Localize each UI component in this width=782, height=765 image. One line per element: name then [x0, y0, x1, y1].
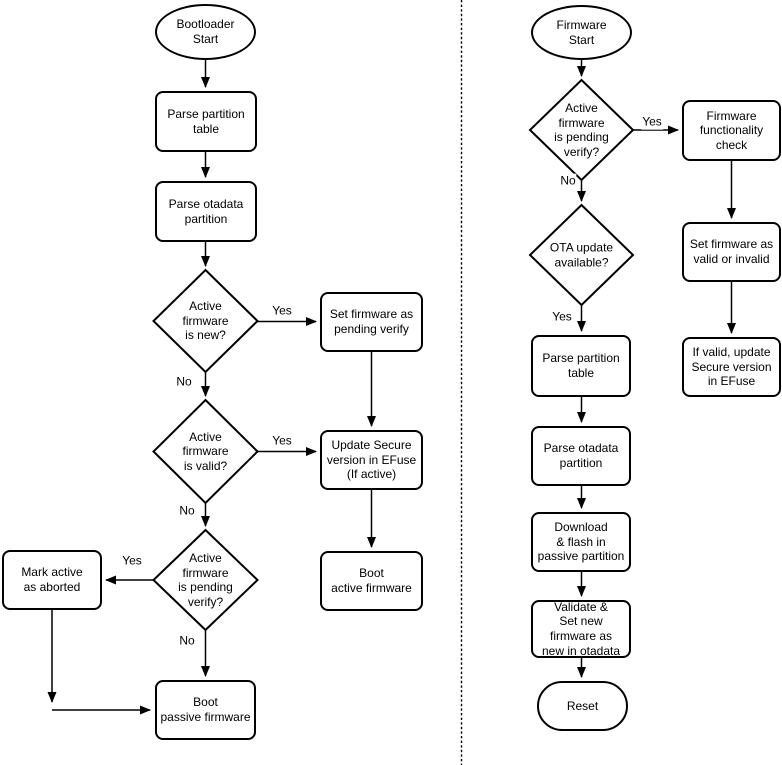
edge-label-isvalid-yes: Yes: [271, 433, 293, 449]
node-parse-otadata-right: Parse otadata partition: [531, 426, 631, 486]
node-firmware-start: Firmware Start: [531, 5, 632, 60]
edge-label-isnew-no: No: [175, 374, 193, 390]
node-update-secure-version: Update Secure version in EFuse (If activ…: [320, 430, 423, 490]
node-boot-passive-firmware: Boot passive firmware: [155, 680, 256, 740]
node-parse-otadata-left: Parse otadata partition: [155, 181, 257, 242]
decision-firmware-is-valid-shape: [152, 398, 259, 505]
node-set-firmware-pending-verify: Set firmware as pending verify: [320, 292, 423, 352]
edge-label-ispending-no: No: [178, 633, 196, 649]
decision-firmware-pending-verify-left-shape: [152, 528, 259, 632]
node-boot-active-firmware: Boot active firmware: [320, 551, 423, 611]
edge-label-isnew-yes: Yes: [271, 303, 293, 319]
node-parse-partition-table-right: Parse partition table: [531, 335, 631, 397]
node-firmware-functionality-check: Firmware functionality check: [682, 100, 781, 161]
node-mark-active-aborted: Mark active as aborted: [2, 550, 102, 610]
node-if-valid-update-secure: If valid, update Secure version in EFuse: [682, 337, 781, 397]
node-validate-set-new-otadata: Validate & Set new firmware as new in ot…: [531, 600, 631, 658]
node-bootloader-start: Bootloader Start: [155, 4, 256, 60]
node-set-firmware-valid-invalid: Set firmware as valid or invalid: [682, 222, 781, 282]
edge-label-pendingverify-no: No: [559, 173, 577, 189]
decision-firmware-is-new-shape: [152, 268, 259, 374]
edge-label-isvalid-no: No: [178, 503, 196, 519]
decision-ota-available-shape: [528, 203, 635, 307]
decision-firmware-pending-verify-right-shape: [528, 78, 635, 182]
node-parse-partition-table-left: Parse partition table: [155, 91, 257, 152]
edge-label-ispending-yes: Yes: [121, 553, 143, 569]
node-download-flash-passive: Download & flash in passive partition: [531, 512, 631, 572]
edge-label-ota-yes: Yes: [551, 309, 573, 325]
edge-label-pendingverify-yes: Yes: [641, 114, 663, 130]
node-reset: Reset: [537, 681, 628, 731]
